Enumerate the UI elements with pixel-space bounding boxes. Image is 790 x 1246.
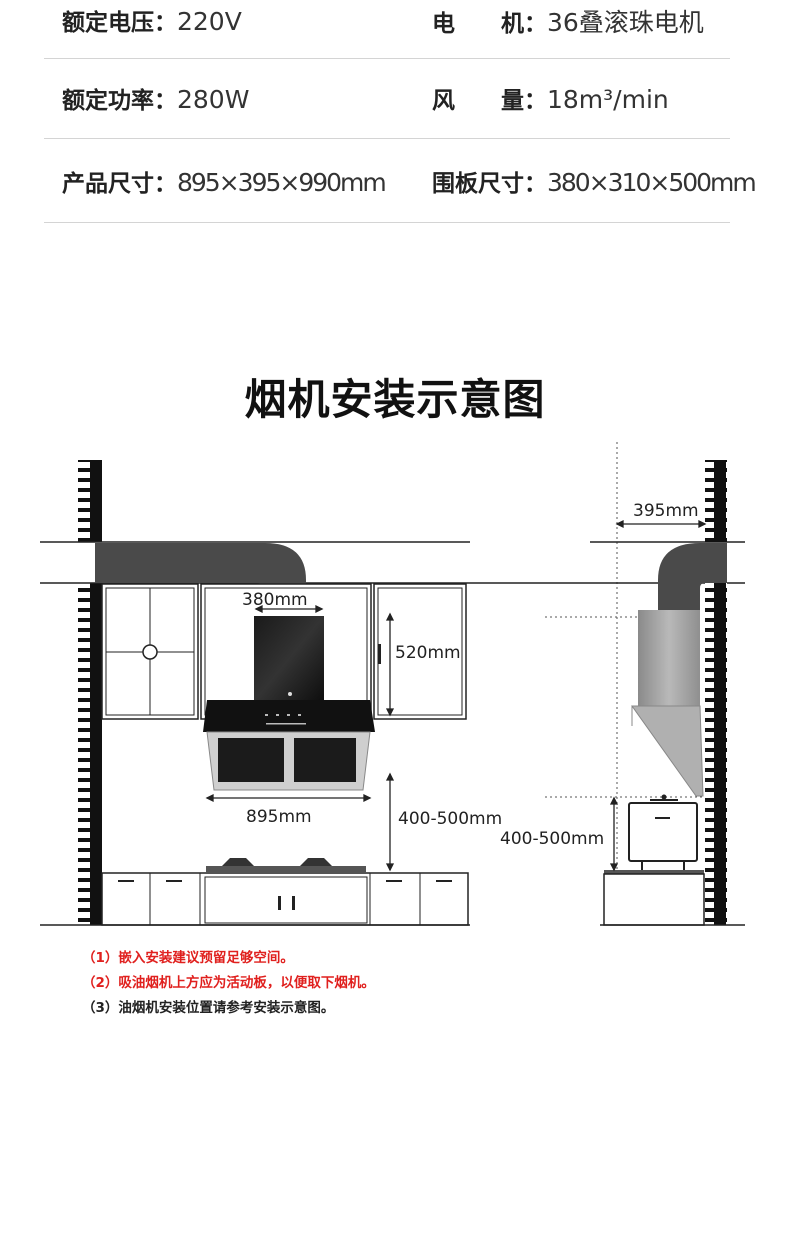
side-exhaust-duct bbox=[658, 543, 727, 610]
side-hood-panel bbox=[638, 610, 700, 706]
dim-panel-height: 520mm bbox=[395, 643, 461, 663]
right-wall-lower bbox=[705, 583, 727, 925]
spec-label: 额定电压： bbox=[62, 10, 177, 36]
front-view: 380mm 520mm 895mm 400-500mm bbox=[40, 460, 502, 926]
hood-filter-right bbox=[294, 738, 356, 782]
stove-cabinet-door bbox=[204, 876, 368, 924]
cabinet-knob-icon bbox=[142, 644, 158, 660]
dim-front-height: 400-500mm bbox=[398, 809, 502, 829]
spec-value: 895×395×990mm bbox=[177, 168, 387, 197]
spec-value: 380×310×500mm bbox=[547, 168, 757, 197]
note-item: （3）油烟机安装位置请参考安装示意图。 bbox=[82, 1000, 335, 1016]
note-item: （2）吸油烟机上方应为活动板，以便取下烟机。 bbox=[82, 975, 375, 991]
hood-panel bbox=[254, 616, 324, 702]
spec-airflow: 风 量： 18m³/min bbox=[432, 81, 669, 115]
side-stove bbox=[604, 870, 704, 874]
gas-stove bbox=[206, 866, 366, 874]
side-hood-body bbox=[631, 705, 704, 797]
spec-row: 额定功率： 280W 风 量： 18m³/min bbox=[44, 59, 730, 139]
upper-cabinet-right bbox=[373, 583, 467, 720]
left-wall-lower bbox=[78, 583, 102, 925]
spec-value: 36叠滚珠电机 bbox=[547, 8, 704, 37]
installation-notes: （1）嵌入安装建议预留足够空间。 （2）吸油烟机上方应为活动板，以便取下烟机。 … bbox=[82, 946, 375, 1021]
spec-label: 围板尺寸： bbox=[432, 171, 547, 197]
side-cabinet bbox=[603, 873, 705, 926]
side-view: 395mm 400-500mm bbox=[470, 442, 745, 926]
spec-row: 额定电压： 220V 电 机： 36叠滚珠电机 bbox=[44, 0, 730, 59]
left-wall-upper bbox=[78, 460, 102, 542]
spec-row: 产品尺寸： 895×395×990mm 围板尺寸： 380×310×500mm bbox=[44, 139, 757, 223]
dim-panel-width: 380mm bbox=[242, 590, 308, 610]
section-title: 烟机安装示意图 bbox=[244, 375, 546, 424]
spec-value: 18m³/min bbox=[547, 85, 669, 114]
spec-value: 220V bbox=[177, 7, 242, 36]
spec-rated-power: 额定功率： 280W bbox=[62, 81, 249, 115]
note-item: （1）嵌入安装建议预留足够空间。 bbox=[82, 950, 294, 966]
spec-label: 产品尺寸： bbox=[62, 171, 177, 197]
exhaust-duct bbox=[95, 543, 306, 618]
spec-table: 额定电压： 220V 电 机： 36叠滚珠电机 额定功率： 280W 风 量： … bbox=[44, 0, 757, 223]
cooking-pot bbox=[628, 794, 698, 870]
hood-filter-left bbox=[218, 738, 284, 782]
spec-motor: 电 机： 36叠滚珠电机 bbox=[432, 3, 704, 39]
dim-side-depth: 395mm bbox=[633, 501, 699, 521]
installation-diagram: 380mm 520mm 895mm 400-500mm bbox=[40, 442, 745, 926]
spec-panel-size: 围板尺寸： 380×310×500mm bbox=[432, 164, 757, 198]
spec-label: 额定功率： bbox=[62, 88, 177, 114]
spec-rated-voltage: 额定电压： 220V bbox=[62, 3, 242, 37]
dim-side-height: 400-500mm bbox=[500, 829, 604, 849]
spec-label: 风 量： bbox=[432, 88, 547, 114]
spec-value: 280W bbox=[177, 85, 250, 114]
right-wall-upper bbox=[705, 460, 727, 542]
spec-label: 电 机： bbox=[432, 11, 547, 37]
spec-product-size: 产品尺寸： 895×395×990mm bbox=[62, 164, 387, 198]
dim-hood-width: 895mm bbox=[246, 807, 312, 827]
